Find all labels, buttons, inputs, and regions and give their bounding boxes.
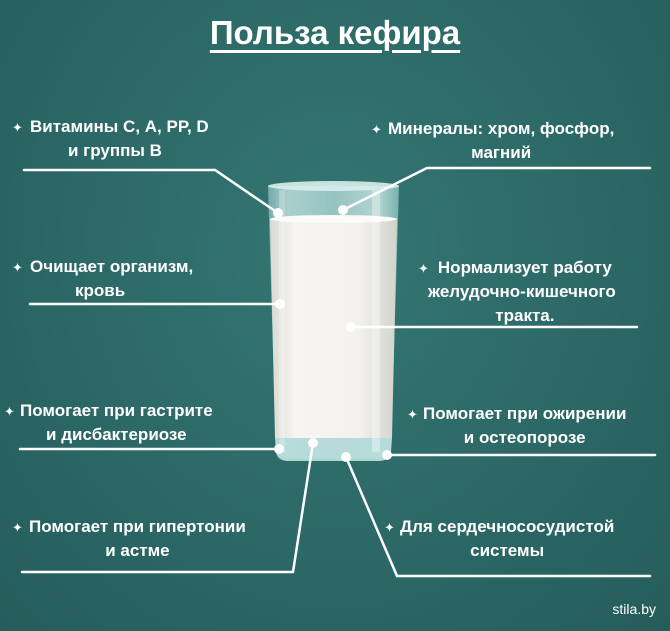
milk-fill (270, 219, 397, 438)
sparkle-icon: ✦ (4, 404, 15, 419)
dot-minerals (338, 205, 348, 215)
dot-gastritis (274, 444, 284, 454)
sparkle-icon: ✦ (407, 407, 418, 422)
benefit-vitamins: Витамины С, A, PP, D и группы В (30, 117, 209, 160)
dot-cardio (341, 452, 351, 462)
benefit-hypertension: Помогает при гипертонии и астме (29, 517, 246, 560)
page-title: Польза кефира (209, 14, 461, 51)
connector-cardio (344, 455, 652, 578)
glass-rim (268, 181, 399, 191)
benefit-cardio: Для сердечнососудистой системы (400, 517, 615, 560)
dot-digestion (346, 322, 356, 332)
dot-hypertension (308, 438, 318, 448)
sparkle-icon: ✦ (12, 120, 23, 135)
connector-minerals (341, 166, 652, 212)
milk-surface (270, 215, 397, 223)
benefit-obesity: Помогает при ожирении и остеопорозе (423, 404, 627, 447)
dot-cleanses (275, 299, 285, 309)
benefit-digestion: Нормализует работу желудочно-кишечного т… (428, 258, 616, 325)
dot-vitamins (273, 208, 283, 218)
dot-obesity (382, 450, 392, 460)
sparkle-icon: ✦ (12, 260, 23, 275)
glass-highlight-left (279, 190, 285, 452)
benefit-cleanses: Очищает организм, кровь (30, 257, 194, 300)
connector-vitamins (22, 168, 280, 215)
sparkle-icon: ✦ (384, 520, 395, 535)
glass-highlight-right (372, 190, 380, 452)
sparkle-icon: ✦ (12, 520, 23, 535)
connector-hypertension (20, 441, 315, 574)
connector-lines (18, 166, 657, 578)
sparkle-icon: ✦ (418, 261, 429, 276)
source-credit: stila.by (612, 601, 656, 617)
benefit-minerals: Минералы: хром, фосфор, магний (388, 119, 615, 162)
glass-bottom (275, 438, 392, 461)
sparkle-icon: ✦ (371, 122, 382, 137)
connector-dots (273, 205, 392, 462)
benefit-gastritis: Помогает при гастрите и дисбактериозе (20, 401, 213, 444)
